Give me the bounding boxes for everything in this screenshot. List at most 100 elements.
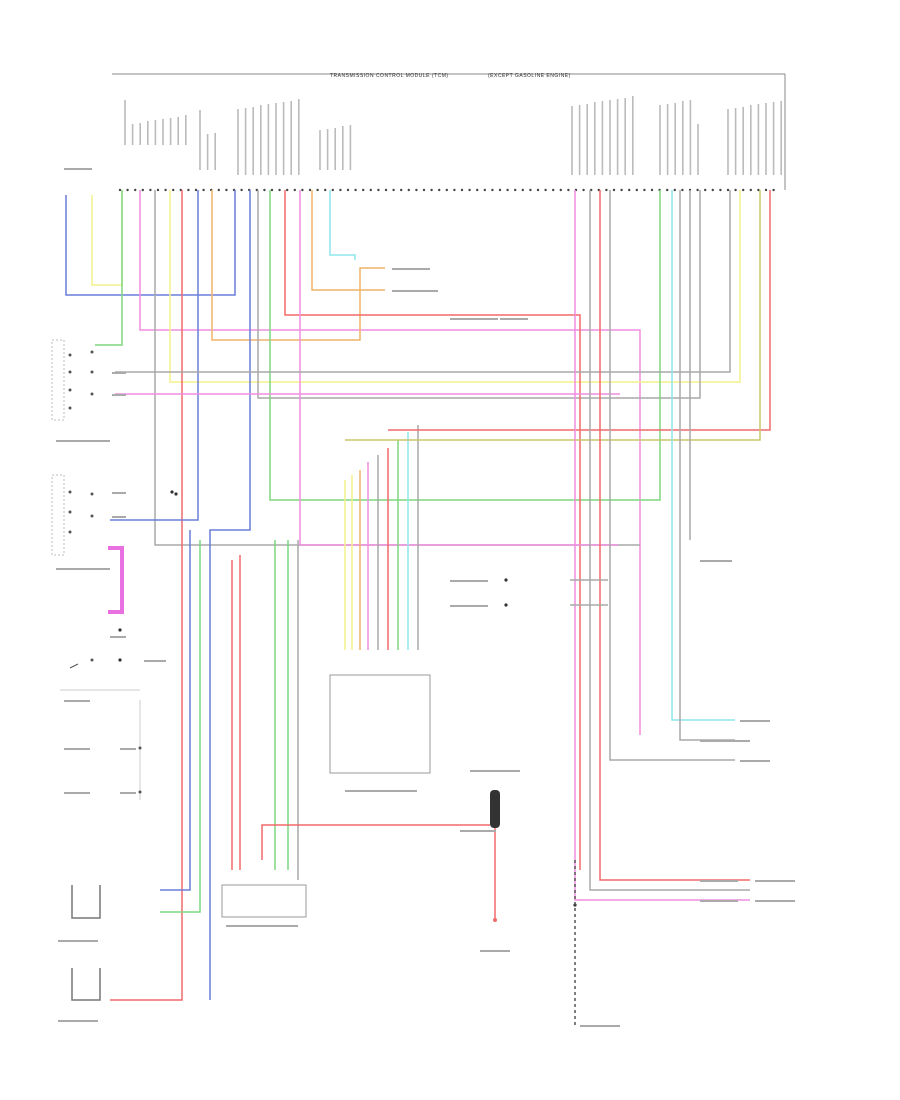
connector-pin xyxy=(308,188,312,192)
label-mark xyxy=(450,318,498,320)
pin-label-mark xyxy=(609,100,611,175)
pin-label-mark xyxy=(578,105,581,175)
connector-pin xyxy=(149,188,152,192)
connector-pin xyxy=(324,188,327,192)
pin-label-mark xyxy=(727,109,729,175)
pin-label-mark xyxy=(742,107,744,175)
label-mark xyxy=(226,925,298,927)
pin-label-mark xyxy=(214,133,216,170)
wire-gray xyxy=(589,190,750,891)
label-mark xyxy=(64,792,90,794)
connector-pin xyxy=(719,188,722,192)
wire-red xyxy=(284,190,581,870)
diagram-title: TRANSMISSION CONTROL MODULE (TCM) xyxy=(330,73,449,79)
splice-dot xyxy=(174,492,178,496)
annotation-marks xyxy=(56,168,795,1027)
wire-cyan xyxy=(671,190,735,721)
label-mark xyxy=(112,394,126,396)
connector-pin xyxy=(506,188,509,192)
connector-pin xyxy=(384,188,388,192)
wire-olive xyxy=(345,190,761,441)
connector-pin xyxy=(514,188,517,192)
label-mark xyxy=(120,748,136,750)
wire-yellow xyxy=(91,190,123,286)
connector-pin xyxy=(635,188,638,192)
connector-pin xyxy=(772,188,775,192)
label-mark xyxy=(460,830,496,832)
connector-pin xyxy=(529,188,532,192)
connector-pin xyxy=(521,188,524,192)
connector-pin xyxy=(582,188,585,192)
connector-pin xyxy=(369,188,372,192)
pin-label-mark xyxy=(124,100,126,145)
wire-pink xyxy=(299,190,618,546)
wire-yellow xyxy=(169,190,741,383)
connector-pin xyxy=(240,188,243,192)
label-mark xyxy=(580,1025,620,1027)
speed-sensor-2 xyxy=(71,968,101,1001)
connector-pin xyxy=(118,188,122,192)
wire-cyan xyxy=(329,190,356,260)
pin-label-mark xyxy=(586,104,588,175)
connector-pin xyxy=(316,188,319,192)
wire-green xyxy=(269,190,661,501)
pin-label-mark xyxy=(154,120,157,145)
connector-pin xyxy=(491,188,494,192)
connector-pin xyxy=(742,188,745,192)
connector-pin xyxy=(612,188,616,192)
pin-label-mark xyxy=(772,102,775,175)
connector-pin xyxy=(430,188,433,192)
pin-label-mark xyxy=(199,110,201,170)
label-mark xyxy=(58,940,98,942)
connector-pin xyxy=(567,188,570,192)
connector-pin xyxy=(134,188,137,192)
label-mark xyxy=(500,318,528,320)
connector-pin xyxy=(278,188,281,192)
wire-red xyxy=(388,190,771,431)
pin-label-mark xyxy=(139,123,141,145)
pin-label-mark xyxy=(260,105,262,175)
range-sensor-block xyxy=(51,339,94,421)
connector-pin xyxy=(225,188,228,192)
connector-pin xyxy=(453,188,456,192)
wire-red xyxy=(261,824,490,860)
connector-pin xyxy=(293,188,296,192)
label-mark xyxy=(64,748,90,750)
coil-resistor xyxy=(490,790,500,922)
pin-label-mark xyxy=(342,126,344,170)
connector-pin xyxy=(620,188,623,192)
pin-label-mark xyxy=(169,118,172,145)
pin-label-mark xyxy=(601,101,604,175)
pin-label-mark xyxy=(674,103,676,175)
pink-loop-connector xyxy=(108,546,124,614)
connector-pin xyxy=(711,188,714,192)
connector-pin xyxy=(536,188,540,192)
pin-label-mark xyxy=(750,105,752,175)
wire-red xyxy=(110,190,183,1001)
connector-pin xyxy=(415,188,418,192)
connector-pin xyxy=(346,188,350,192)
connector-pin xyxy=(141,188,144,192)
pin-label-mark xyxy=(252,107,254,175)
pin-label-mark xyxy=(765,103,767,175)
connector-pin xyxy=(476,188,479,192)
connector-pin xyxy=(749,188,752,192)
connector-pin xyxy=(156,188,160,192)
label-mark xyxy=(56,568,110,570)
connector-pin xyxy=(605,188,608,192)
wire-pink xyxy=(574,190,750,901)
label-mark xyxy=(450,605,488,607)
pin-label-mark xyxy=(666,104,669,175)
connector-pin xyxy=(202,188,205,192)
pin-label-mark xyxy=(131,124,134,145)
connector-pin xyxy=(263,188,266,192)
connector-pin xyxy=(552,188,555,192)
pin-label-marks xyxy=(124,96,782,175)
connector-pin xyxy=(734,188,737,192)
connector-pin xyxy=(407,188,410,192)
label-mark xyxy=(56,440,110,442)
connector-pin xyxy=(704,188,707,192)
label-mark xyxy=(755,900,795,902)
pin-label-mark xyxy=(682,101,684,175)
connector-pin xyxy=(217,188,220,192)
